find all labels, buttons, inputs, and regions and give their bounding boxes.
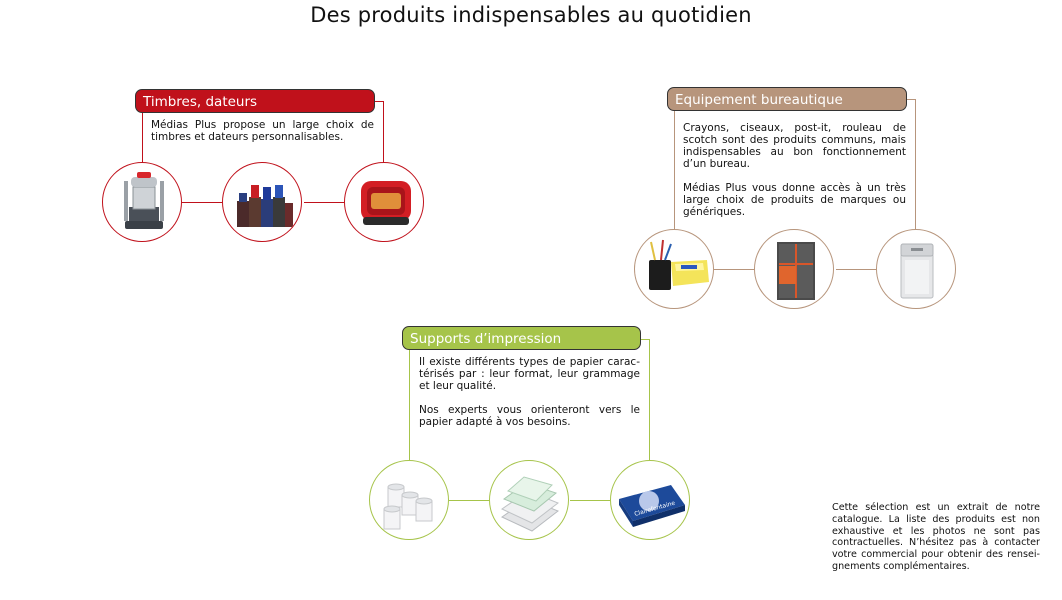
connector-line <box>714 269 754 270</box>
connector-line <box>182 202 222 203</box>
connector-line <box>142 108 143 163</box>
paper-rolls-icon <box>369 460 449 540</box>
connector-line <box>570 500 610 501</box>
section-text-supports: Il existe différents types de papier car… <box>419 356 640 428</box>
connector-line <box>449 500 489 501</box>
connector-line <box>409 350 410 461</box>
self-inking-stamp-icon <box>102 162 182 242</box>
footer-note: Cette sélection est un extrait de notre … <box>832 502 1040 572</box>
section-heading-equipement: Equipement bureautique <box>667 87 907 111</box>
paragraph: Médias Plus propose un large choix de ti… <box>151 119 374 143</box>
paper-ream-icon: Clairefontaine <box>610 460 690 540</box>
connector-line <box>906 99 915 100</box>
connector-line <box>304 202 344 203</box>
listing-paper-icon <box>489 460 569 540</box>
notebook-icon <box>754 229 834 309</box>
paragraph: Crayons, ciseaux, post-it, rouleau de sc… <box>683 122 906 170</box>
section-text-timbres: Médias Plus propose un large choix de ti… <box>151 119 374 143</box>
connector-line <box>383 101 384 162</box>
ink-bottles-icon <box>222 162 302 242</box>
paragraph: Médias Plus vous donne accès à un très l… <box>683 182 906 218</box>
section-heading-timbres: Timbres, dateurs <box>135 89 375 113</box>
paragraph: Il existe différents types de papier car… <box>419 356 640 392</box>
paper-shredder-icon <box>876 229 956 309</box>
pocket-stamp-icon <box>344 162 424 242</box>
section-heading-supports: Supports d’impression <box>402 326 641 350</box>
section-text-equipement: Crayons, ciseaux, post-it, rouleau de sc… <box>683 122 906 218</box>
connector-line <box>374 101 383 102</box>
connector-line <box>915 99 916 229</box>
connector-line <box>674 111 675 230</box>
connector-line <box>640 339 649 340</box>
connector-line <box>649 339 650 460</box>
pen-holder-postit-icon <box>634 229 714 309</box>
connector-line <box>836 269 876 270</box>
paragraph: Nos experts vous orienteront vers le pap… <box>419 404 640 428</box>
page-title: Des produits indispensables au quotidien <box>310 3 752 27</box>
